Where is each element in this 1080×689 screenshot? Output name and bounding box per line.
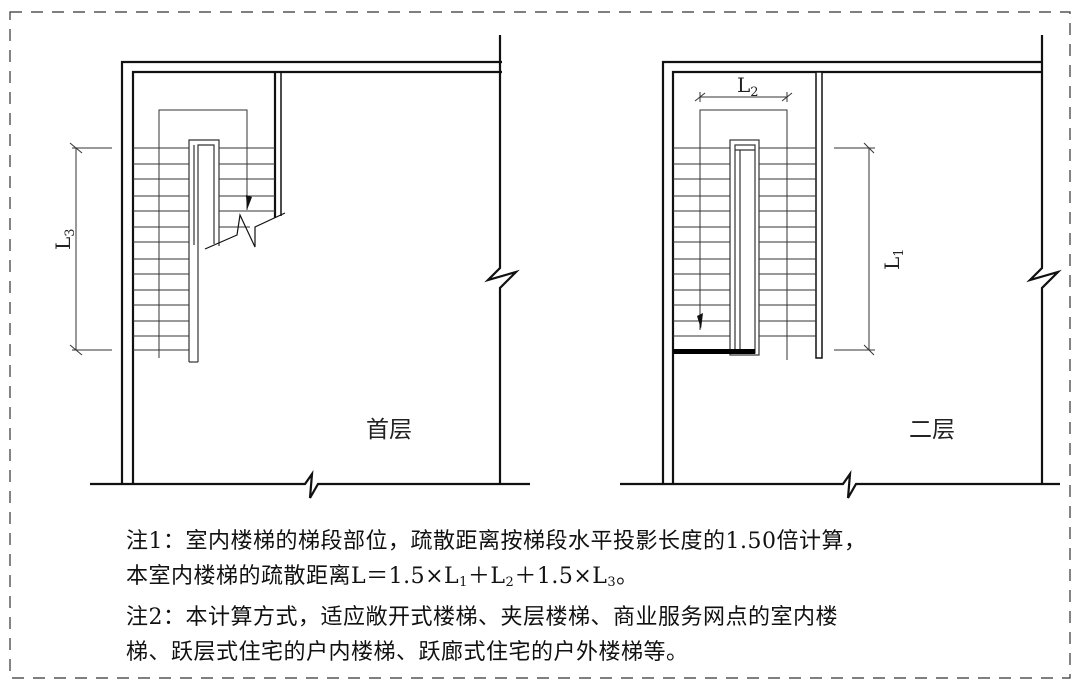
note2-line1: 注2：本计算方式，适应敞开式楼梯、夹层楼梯、商业服务网点的室内楼 bbox=[126, 605, 838, 630]
dimension-label-l3: L3 bbox=[51, 228, 78, 250]
note1-line1: 注1：室内楼梯的梯段部位，疏散距离按梯段水平投影长度的1.50倍计算， bbox=[126, 529, 867, 554]
dashed-frame bbox=[9, 11, 1071, 679]
walking-line bbox=[158, 109, 248, 358]
walking-line bbox=[699, 109, 788, 360]
note2-line2: 梯、跃层式住宅的户内楼梯、跃廊式住宅的户外楼梯等。 bbox=[126, 640, 689, 665]
ground-floor-plan bbox=[69, 35, 530, 499]
formula-sub: 1 bbox=[459, 575, 468, 590]
formula-part: 。 bbox=[616, 564, 639, 589]
arrow-icon bbox=[246, 195, 252, 210]
notes: 注1：室内楼梯的梯段部位，疏散距离按梯段水平投影长度的1.50倍计算， 本室内楼… bbox=[126, 524, 866, 670]
dimension-l1 bbox=[834, 142, 875, 356]
walls bbox=[90, 35, 530, 499]
ground-floor-label: 首层 bbox=[366, 417, 412, 443]
landing-edge bbox=[673, 349, 755, 354]
dimension-l3 bbox=[69, 142, 112, 356]
note1-line2: 本室内楼梯的疏散距离L＝1.5×L1＋L2＋1.5×L3。 bbox=[126, 559, 866, 600]
formula-part: 本室内楼梯的疏散距离L＝1.5×L bbox=[126, 564, 460, 589]
arrow-icon bbox=[697, 313, 703, 329]
handrail bbox=[188, 139, 220, 363]
formula-sub: 2 bbox=[505, 575, 515, 590]
second-floor-label: 二层 bbox=[909, 417, 955, 443]
break-line bbox=[204, 212, 286, 250]
dimension-l2 bbox=[694, 92, 793, 102]
formula-sub: 3 bbox=[607, 575, 617, 590]
formula-part: ＋L bbox=[467, 564, 506, 589]
formula-part: ＋1.5×L bbox=[514, 564, 608, 589]
second-floor-plan bbox=[620, 35, 1062, 499]
handrail bbox=[729, 139, 760, 356]
walls bbox=[620, 35, 1062, 499]
dimension-label-l2: L2 bbox=[737, 73, 759, 100]
dimension-label-l1: L1 bbox=[880, 248, 907, 270]
